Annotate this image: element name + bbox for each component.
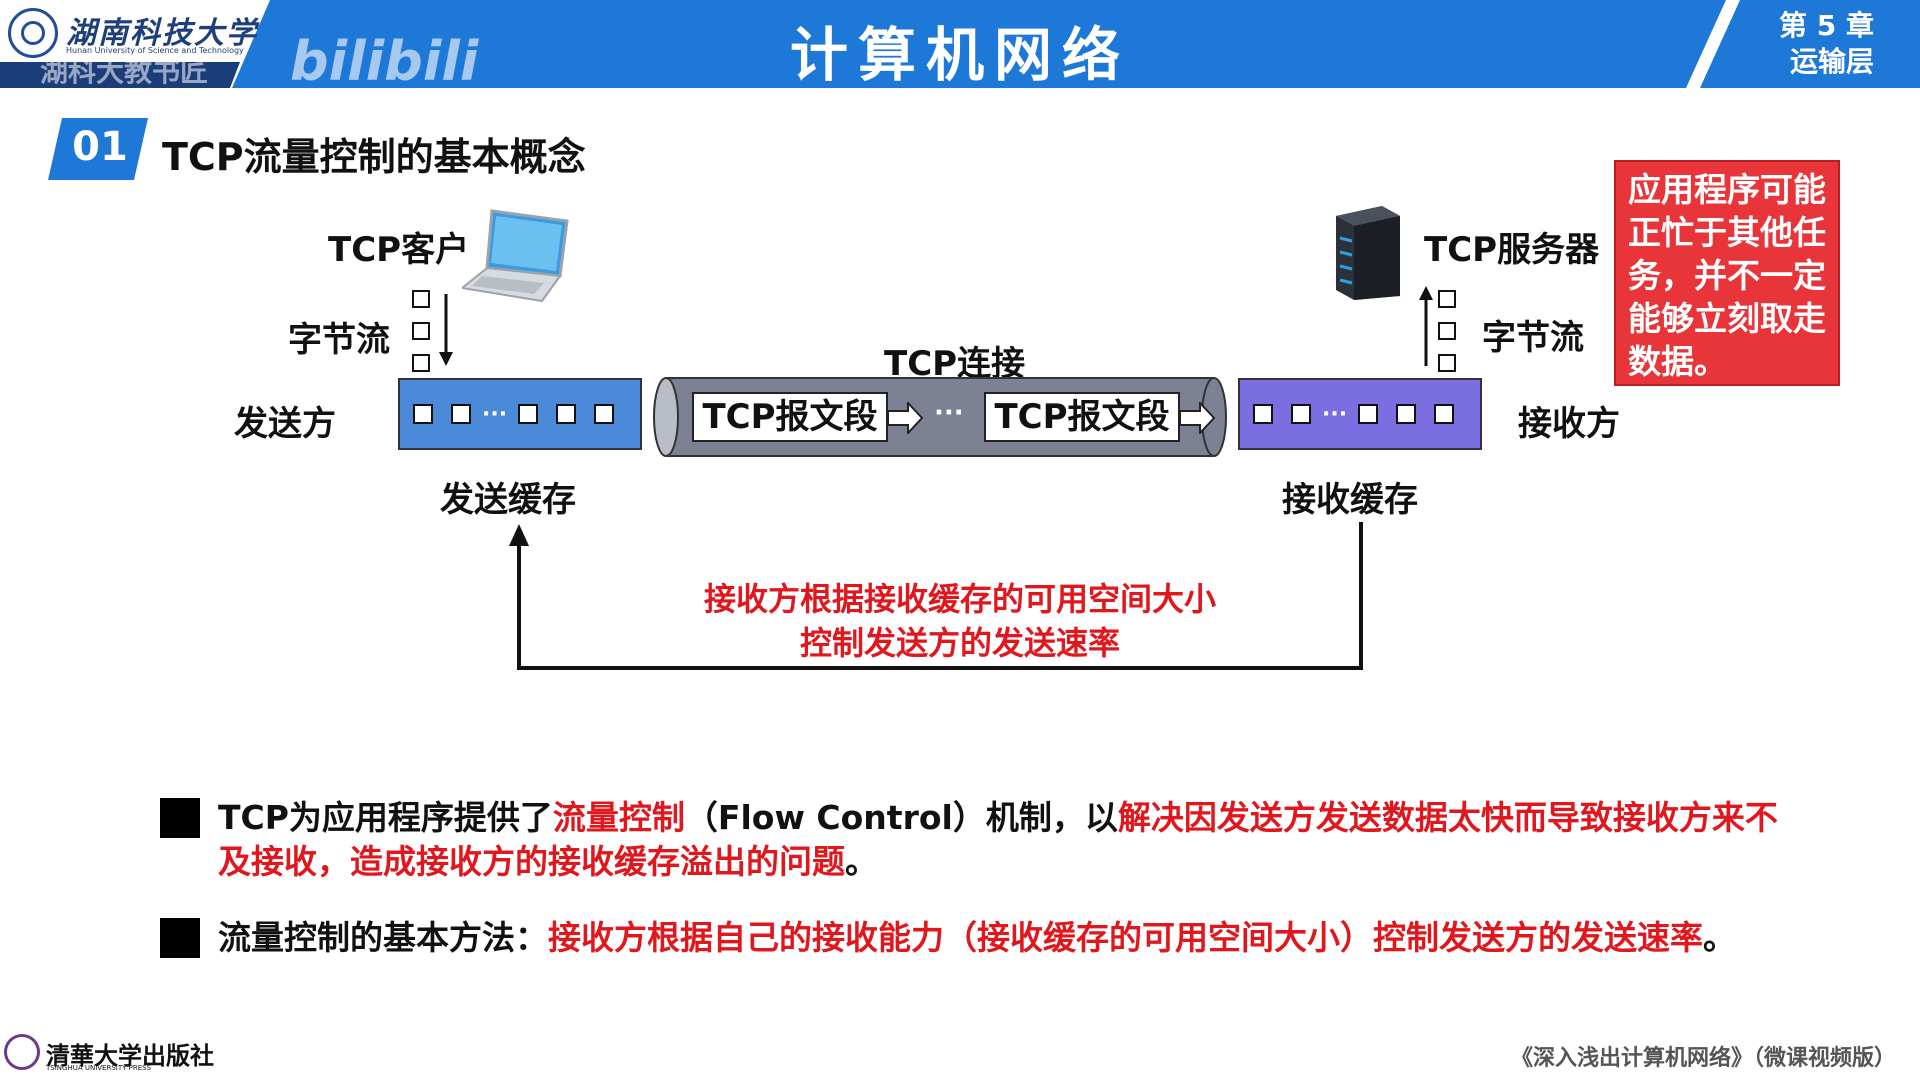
bullet-text: 。 (845, 842, 878, 881)
bullet-marker (160, 798, 200, 838)
receiver-label: 接收方 (1518, 404, 1620, 444)
byte-square (1438, 354, 1456, 372)
feedback-arrow (509, 522, 1363, 670)
tcp-segment-1: TCP报文段 (692, 392, 888, 442)
publisher-name-en: TSINGHUA UNIVERSITY PRESS (46, 1064, 152, 1072)
note-line: 数据。 (1628, 342, 1727, 381)
sender-label: 发送方 (234, 404, 336, 444)
byte-square (412, 290, 430, 308)
byte-square (412, 354, 430, 372)
byte-square (1438, 322, 1456, 340)
watermark-text: 湖科大教书匠 (40, 55, 209, 88)
recv-buffer-label: 接收缓存 (1282, 480, 1418, 520)
bullet-highlight: 解决因发送方发送数据太快而导致接收方来不 (1117, 798, 1778, 837)
feedback-caption-line1: 接收方根据接收缓存的可用空间大小 (703, 580, 1216, 618)
chapter-name: 运输层 (1789, 45, 1874, 78)
segment-arrow-icon (1180, 402, 1216, 434)
pipe-ellipsis: ··· (934, 398, 964, 428)
bullet-highlight: 接收方根据自己的接收能力（接收缓存的可用空间大小）控制发送方的发送速率 (548, 918, 1703, 957)
buffer-cell (413, 404, 433, 424)
header-bar: 湖南科技大学 Hunan University of Science and T… (0, 0, 1920, 93)
header-background (0, 0, 1920, 88)
server-icon (1336, 206, 1400, 300)
bullet-text: 。 (1703, 918, 1736, 957)
buffer-cell (1358, 404, 1379, 424)
note-line: 能够立刻取走 (1628, 299, 1826, 338)
send-buffer-label: 发送缓存 (440, 480, 576, 520)
buffer-cell (1291, 404, 1311, 424)
section-title: TCP流量控制的基本概念 (162, 135, 586, 179)
note-line: 务，并不一定 (1628, 256, 1826, 295)
publisher-name: 清華大学出版社 (46, 1041, 214, 1070)
byte-stream-left-label: 字节流 (288, 320, 390, 360)
university-logo-icon (8, 8, 58, 58)
buffer-cell (1396, 404, 1417, 424)
bullet-paragraph-2: 流量控制的基本方法：接收方根据自己的接收能力（接收缓存的可用空间大小）控制发送方… (218, 916, 1898, 960)
chapter-number: 第 5 章 (1779, 9, 1874, 42)
chapter-label: 第 5 章 运输层 (1779, 8, 1874, 80)
buffer-cell (1253, 404, 1273, 424)
note-line: 应用程序可能 (1628, 170, 1826, 209)
bilibili-watermark: bilibili (290, 30, 479, 93)
buffer-cell (556, 404, 577, 424)
server-label: TCP服务器 (1424, 230, 1600, 270)
publisher-logo-icon (4, 1034, 40, 1070)
buffer-cell (518, 404, 539, 424)
byte-square (412, 322, 430, 340)
client-label: TCP客户 (328, 230, 470, 270)
note-box: 应用程序可能 正忙于其他任 务，并不一定 能够立刻取走 数据。 (1614, 160, 1840, 386)
book-title: 《深入浅出计算机网络》（微课视频版） (1510, 1046, 1896, 1071)
university-name: 湖南科技大学 (66, 16, 258, 51)
tcp-segment-2: TCP报文段 (984, 392, 1180, 442)
university-name-en: Hunan University of Science and Technolo… (66, 46, 244, 55)
send-buffer: ··· (398, 378, 642, 450)
note-line: 正忙于其他任 (1628, 213, 1826, 252)
buffer-cell (594, 404, 615, 424)
byte-stream-right-label: 字节流 (1482, 318, 1584, 358)
feedback-caption-line2: 控制发送方的发送速率 (799, 624, 1120, 662)
laptop-icon (462, 209, 569, 303)
bullet-text: TCP为应用程序提供了 (218, 798, 553, 837)
buffer-cell (1434, 404, 1455, 424)
up-arrow-icon (1419, 286, 1433, 366)
buffer-ellipsis: ··· (482, 401, 508, 427)
bullet-paragraph-1: TCP为应用程序提供了流量控制（Flow Control）机制，以解决因发送方发… (218, 796, 1838, 884)
bullet-text: 流量控制的基本方法： (218, 918, 548, 957)
bullet-highlight: 及接收，造成接收方的接收缓存溢出的问题 (218, 842, 845, 881)
bullet-text: （Flow Control）机制，以 (684, 798, 1118, 837)
section-number: 01 (72, 124, 128, 170)
section-badge (48, 118, 148, 180)
buffer-ellipsis: ··· (1322, 401, 1348, 427)
page-title: 计算机网络 (789, 21, 1130, 89)
segment-arrow-icon (888, 402, 924, 434)
byte-square (1438, 290, 1456, 308)
bullet-marker (160, 918, 200, 958)
receive-buffer: ··· (1238, 378, 1482, 450)
buffer-cell (451, 404, 471, 424)
down-arrow-icon (439, 294, 453, 366)
bullet-highlight: 流量控制 (552, 798, 685, 837)
